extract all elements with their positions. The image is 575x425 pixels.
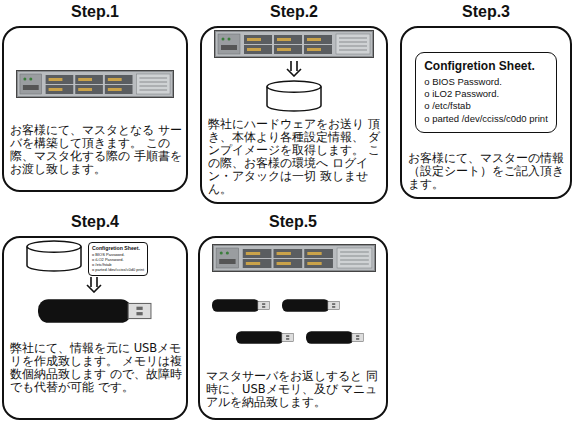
step-heading: Step.5	[200, 211, 386, 233]
usb-memory	[282, 299, 339, 312]
server-illustration	[16, 71, 173, 98]
sheet-title: Configretion Sheet.	[424, 59, 548, 74]
config-sheet: Configretion Sheet. o BIOS Password.o iLO…	[415, 52, 557, 133]
sheet-item: o BIOS Password.	[424, 76, 548, 88]
step-box: Step.4弊社にて、情報を元に USBメモリを作成致します。 メモリは複数個納…	[2, 236, 188, 420]
step-heading: Step.2	[202, 1, 386, 23]
usb-memory	[212, 299, 269, 312]
usb-memory	[236, 331, 293, 344]
down-arrow	[287, 61, 301, 76]
step-heading: Step.3	[402, 1, 570, 23]
step-description: お客様にて、マスタとなる サーバを構築して頂きます。 この際、マスタ化する際の …	[10, 124, 182, 176]
config-sheet: Configretion Sheet.o BIOS Password.o iLO…	[88, 242, 148, 276]
step-heading: Step.1	[4, 1, 186, 23]
sheet-item: o BIOS Password.	[92, 252, 144, 257]
disk-image	[267, 81, 321, 111]
sheet-item: o parted /dev/cciss/c0d0 print	[424, 113, 548, 125]
server-illustration	[213, 245, 376, 272]
usb-memory	[38, 299, 151, 323]
step-box: Step.1お客様にて、マスタとなる サーバを構築して頂きます。 この際、マスタ…	[2, 26, 188, 192]
down-arrow	[87, 277, 101, 292]
sheet-item: o /etc/fstab	[424, 100, 548, 112]
step-heading: Step.4	[4, 211, 186, 233]
sheet-title: Configretion Sheet.	[92, 245, 144, 252]
server-illustration	[215, 31, 374, 58]
disk-image	[27, 241, 81, 271]
step-description: 弊社にて、情報を元に USBメモリを作成致します。 メモリは複数個納品致します …	[10, 342, 182, 394]
step-description: 弊社にハードウェアをお送り 頂き、本体より各種設定情報、 ダンプイメージを取得し…	[208, 118, 382, 196]
step-box: Step.3お客様にて、マスターの情報 （設定シート）をご記入頂き ます。Con…	[400, 26, 572, 199]
sheet-item: o /etc/fstab	[92, 262, 144, 267]
sheet-item: o iLO2 Password.	[92, 257, 144, 262]
usb-memory	[306, 331, 363, 344]
step-box: Step.2弊社にハードウェアをお送り 頂き、本体より各種設定情報、 ダンプイメ…	[200, 26, 388, 204]
step-description: マスタサーバをお返しすると 同時に、USBメモリ、及び マニュアルを納品致します…	[206, 370, 382, 409]
sheet-item: o iLO2 Password.	[424, 88, 548, 100]
step-box: Step.5マスタサーバをお返しすると 同時に、USBメモリ、及び マニュアルを…	[198, 236, 388, 420]
sheet-item: o parted /dev/cciss/c0d0 print	[92, 267, 144, 272]
step-description: お客様にて、マスターの情報 （設定シート）をご記入頂き ます。	[408, 152, 566, 191]
